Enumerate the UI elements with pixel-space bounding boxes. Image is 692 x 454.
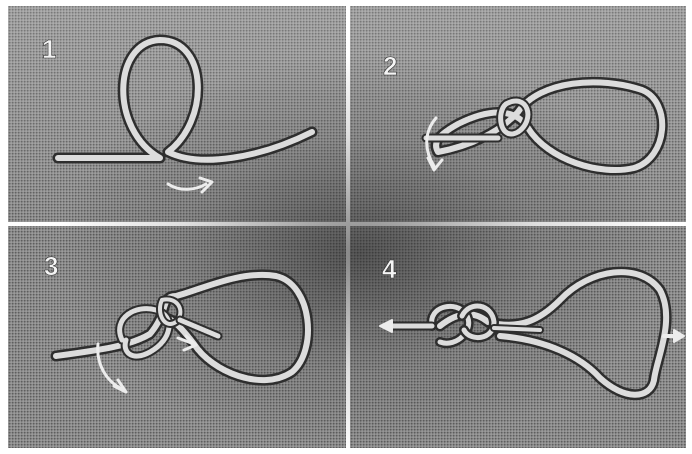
step-number-4: 4 — [382, 254, 397, 284]
step-number-1: 1 — [42, 34, 56, 64]
step-number-2: 2 — [383, 51, 397, 81]
step-number-3: 3 — [44, 251, 58, 281]
